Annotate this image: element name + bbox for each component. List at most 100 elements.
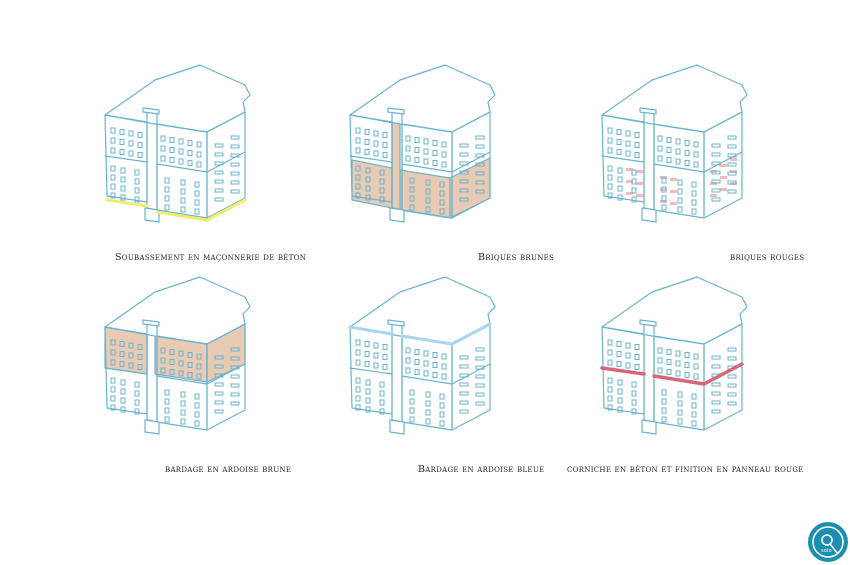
window	[134, 390, 140, 397]
window	[110, 165, 116, 172]
window	[187, 362, 193, 368]
window	[365, 379, 371, 386]
panel-briques-brunes: Briques brunes	[340, 60, 560, 310]
window	[409, 204, 415, 211]
window	[625, 342, 631, 349]
window	[459, 409, 469, 414]
window	[164, 389, 170, 396]
window	[405, 357, 411, 364]
window	[119, 129, 125, 135]
entrance-block	[144, 419, 160, 435]
window	[607, 127, 613, 134]
window	[196, 151, 202, 158]
window	[634, 132, 640, 138]
window	[164, 416, 170, 423]
window	[684, 150, 690, 156]
window	[373, 342, 379, 349]
wall-right	[206, 323, 246, 431]
caption-corniche: corniche en béton et finition en panneau…	[567, 464, 804, 475]
building-drawing	[349, 64, 496, 223]
window	[194, 393, 200, 400]
window	[727, 383, 737, 388]
window	[160, 347, 166, 354]
red-brick-band	[626, 180, 633, 183]
floor-line	[349, 151, 491, 173]
window	[382, 152, 388, 158]
floor-line	[601, 151, 743, 173]
window	[355, 165, 361, 172]
window	[691, 411, 697, 418]
window	[693, 353, 699, 360]
window	[432, 140, 438, 146]
window	[441, 373, 447, 380]
window	[711, 409, 721, 414]
window	[691, 190, 697, 197]
stair-tower	[643, 321, 655, 423]
window	[657, 357, 663, 364]
window	[364, 139, 370, 145]
window	[475, 171, 485, 176]
window	[691, 199, 697, 206]
wall-right	[451, 111, 491, 219]
window	[169, 359, 175, 365]
window	[110, 349, 116, 356]
window	[661, 389, 667, 396]
window	[414, 349, 420, 355]
window	[119, 351, 125, 357]
svg-text:soto: soto	[821, 548, 832, 554]
red-brick-band	[720, 164, 727, 167]
window	[711, 179, 721, 184]
window	[677, 391, 683, 398]
window	[432, 372, 438, 378]
window	[180, 197, 186, 204]
window	[631, 187, 637, 194]
window	[373, 362, 379, 369]
red-brick-band	[626, 168, 633, 171]
window	[187, 372, 193, 378]
window	[414, 359, 420, 365]
window	[441, 161, 447, 168]
window	[365, 176, 371, 183]
window	[675, 360, 681, 367]
wall-right	[206, 111, 246, 219]
window	[373, 130, 379, 137]
window	[432, 362, 438, 368]
window	[194, 420, 200, 427]
window	[180, 206, 186, 213]
entrance-block	[389, 419, 405, 435]
window	[459, 188, 469, 193]
window	[180, 391, 186, 398]
window	[727, 135, 737, 140]
window	[178, 138, 184, 145]
window	[355, 349, 361, 356]
window	[178, 360, 184, 367]
window	[423, 360, 429, 367]
window	[625, 130, 631, 137]
window	[441, 141, 447, 148]
window	[432, 150, 438, 156]
window	[727, 144, 737, 149]
window	[425, 418, 431, 425]
stair-tower-cap	[387, 319, 405, 327]
window	[137, 152, 143, 158]
window	[414, 137, 420, 143]
window	[365, 388, 371, 395]
window	[459, 170, 469, 175]
window	[631, 169, 637, 176]
window	[727, 392, 737, 397]
window	[134, 196, 140, 203]
window	[711, 364, 721, 369]
window	[196, 363, 202, 370]
window	[178, 350, 184, 357]
window	[475, 144, 485, 149]
window	[441, 363, 447, 370]
window	[365, 397, 371, 404]
window	[194, 181, 200, 188]
window	[169, 157, 175, 163]
window	[178, 158, 184, 165]
window	[439, 199, 445, 206]
stair-tower	[391, 321, 403, 423]
window	[607, 359, 613, 366]
window	[110, 359, 116, 366]
